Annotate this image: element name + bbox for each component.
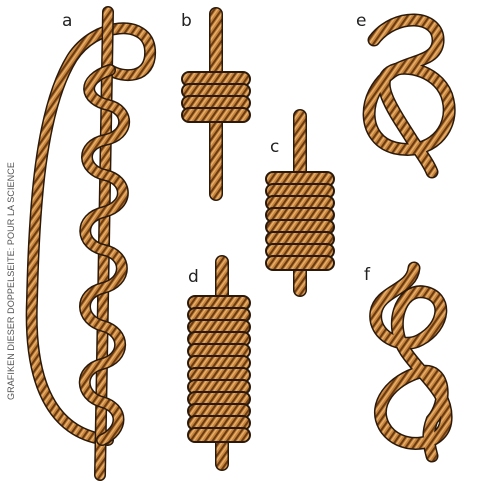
- panel-label-d: d: [188, 267, 199, 287]
- short-coil-knot-icon: [182, 14, 250, 194]
- tall-coil-knot-icon: [188, 262, 250, 464]
- panel-label-f: f: [364, 265, 371, 285]
- figure-eight-knot-icon: [376, 268, 446, 456]
- overhand-knot-icon: [369, 20, 449, 172]
- panel-label-e: e: [356, 11, 366, 31]
- panel-label-a: a: [62, 11, 72, 31]
- panel-label-c: c: [270, 137, 279, 157]
- image-credit: GRAFIKEN DIESER DOPPELSEITE: POUR LA SCI…: [6, 162, 16, 400]
- panel-label-b: b: [181, 11, 192, 31]
- long-rope-loop-with-wraps-icon: [32, 12, 150, 475]
